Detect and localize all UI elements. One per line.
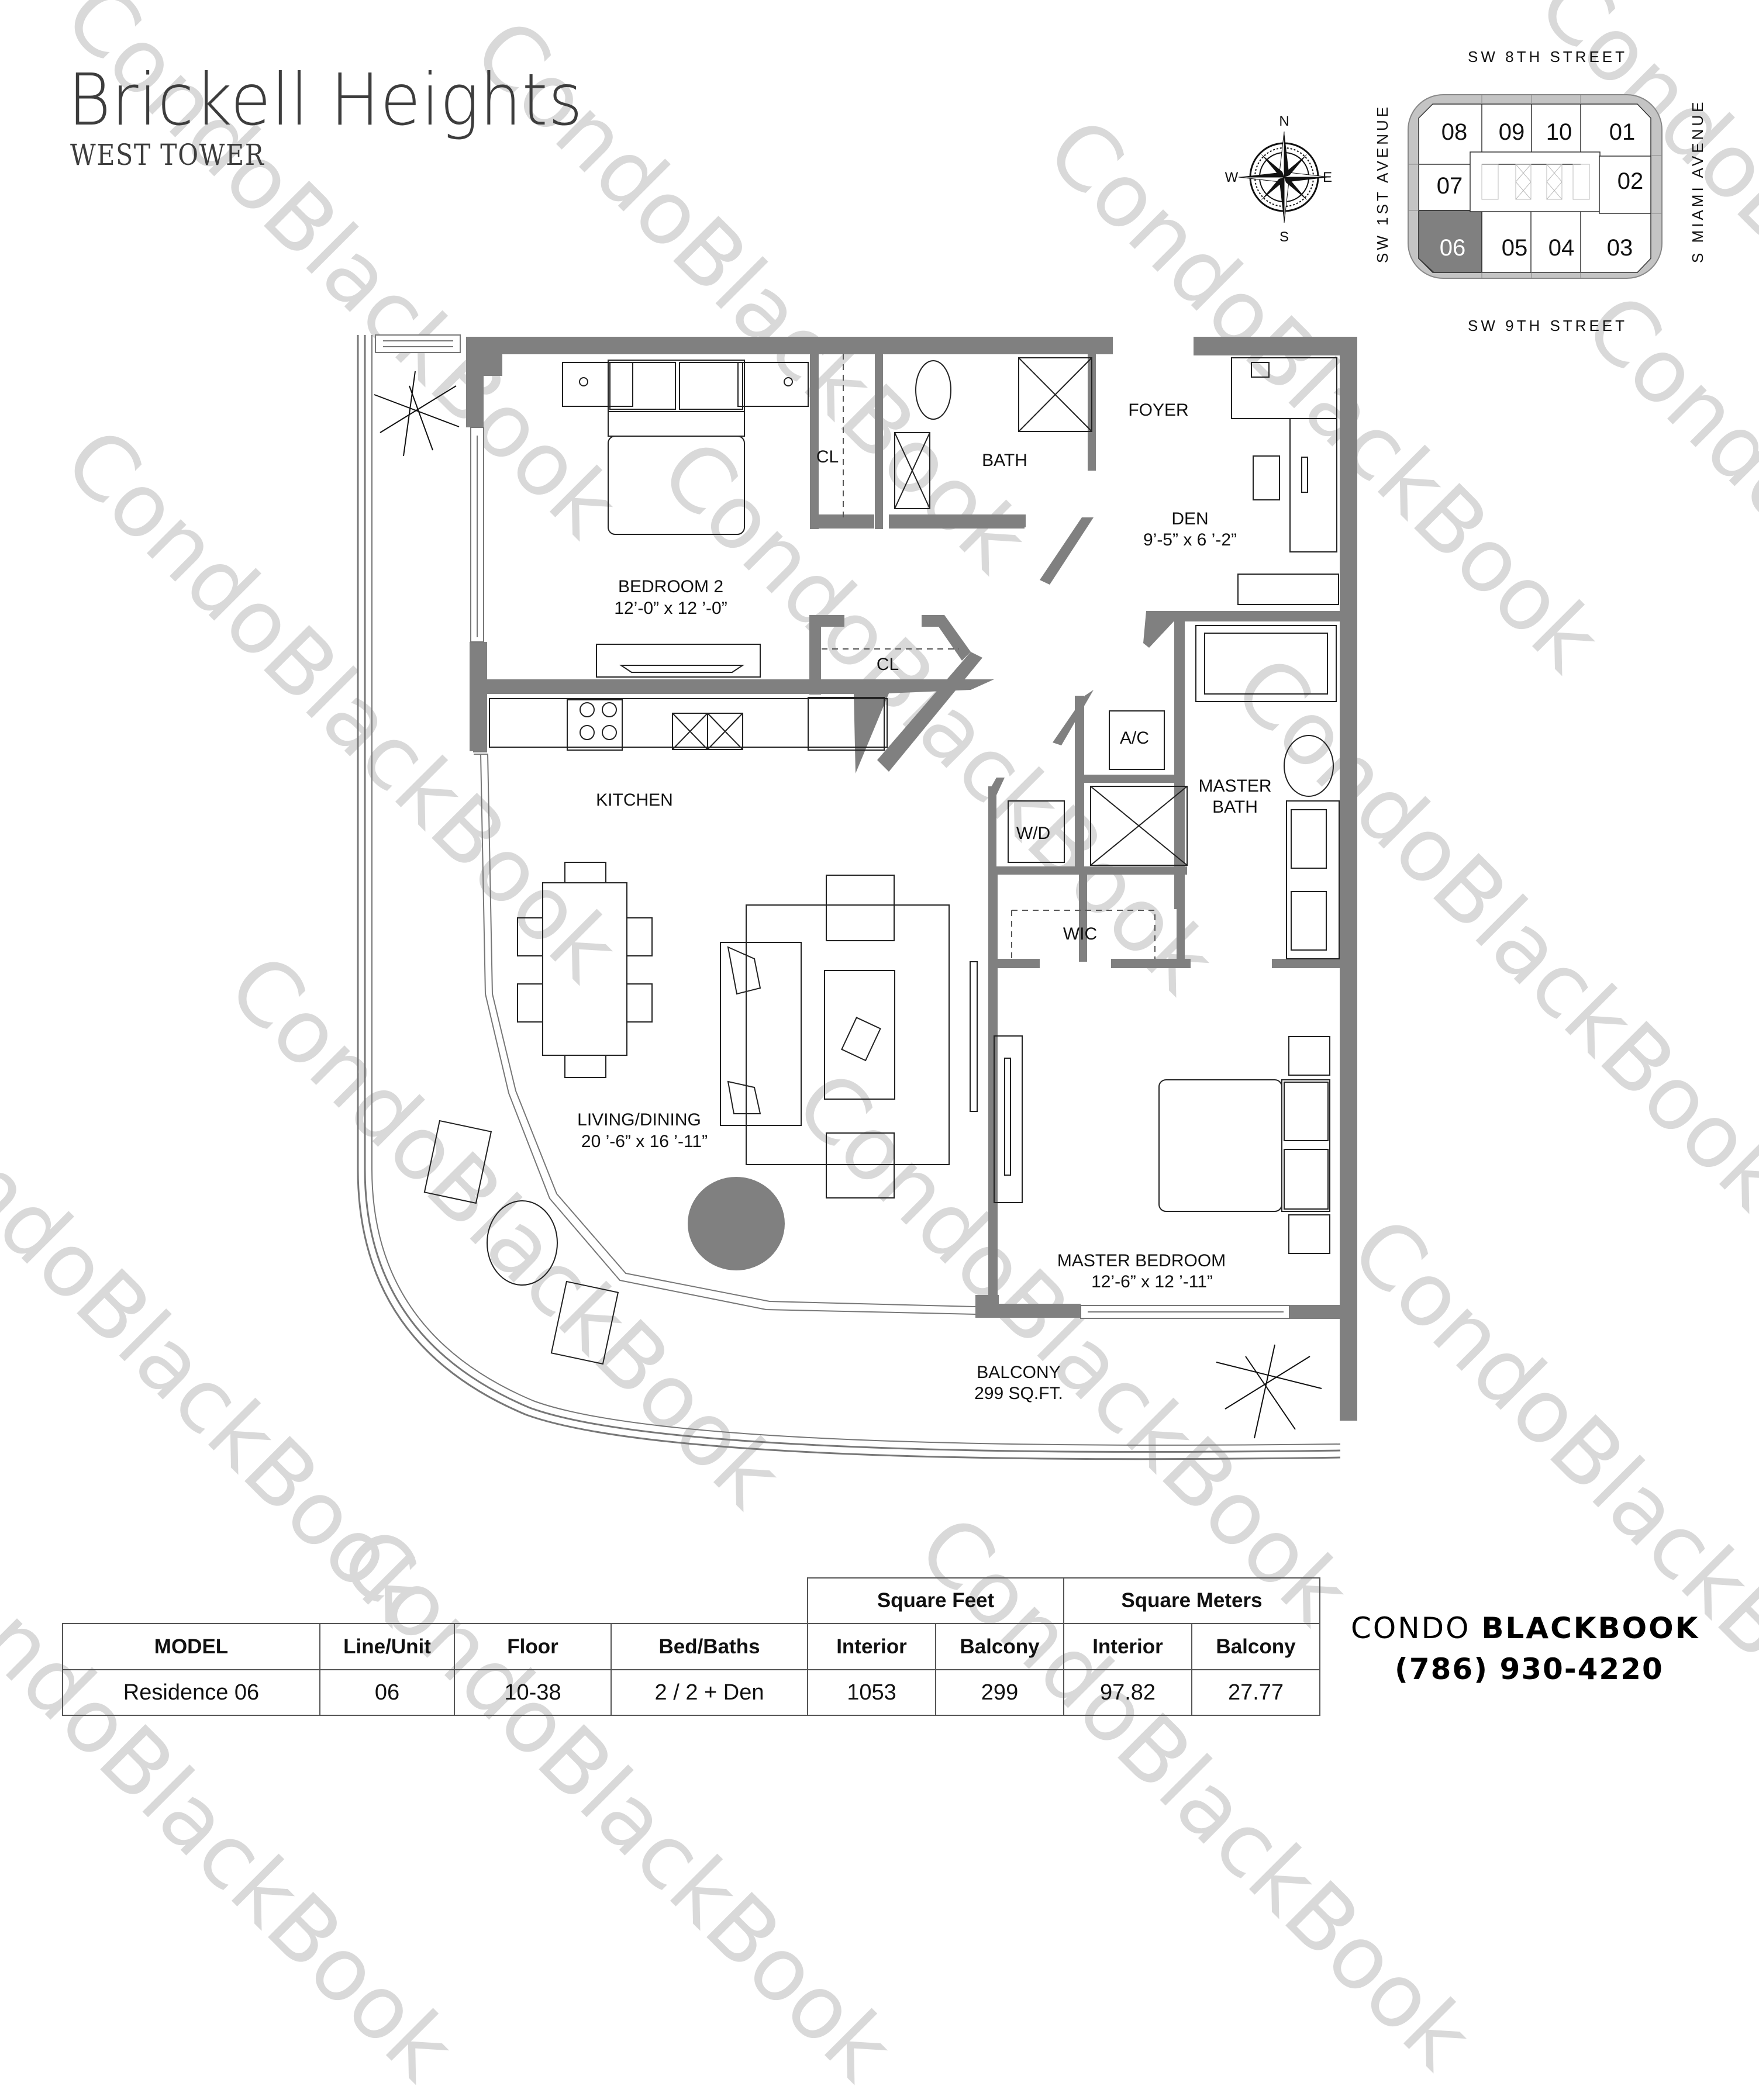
furniture	[374, 354, 1340, 1439]
windows	[375, 334, 1290, 1319]
key-plate-unit: 02	[1617, 168, 1644, 194]
label-wic: WIC	[1063, 924, 1097, 944]
brand-logo: CONDO BLACKBOOK	[1351, 1614, 1699, 1643]
nightstand	[737, 362, 809, 407]
cell-sqm-interior: 97.82	[1063, 1669, 1192, 1716]
room-labels: BEDROOM 2 12’-0” x 12 ’-0” CL CL BATH FO…	[577, 400, 1271, 1403]
label-closet-1: CL	[816, 447, 839, 467]
group-header-square-feet: Square Feet	[807, 1577, 1064, 1624]
unit-spec-table: Square Feet Square Meters MODEL Line/Uni…	[62, 1577, 1320, 1716]
compass-north: N	[1279, 113, 1289, 129]
compass-rose-icon: N S E W	[1225, 113, 1332, 245]
col-header-line-unit: Line/Unit	[319, 1623, 455, 1670]
label-balcony-size: 299 SQ.FT.	[974, 1384, 1063, 1403]
label-master-bedroom: MASTER BEDROOM	[1057, 1251, 1226, 1270]
table-row: Residence 06 06 10-38 2 / 2 + Den 1053 2…	[62, 1669, 1320, 1716]
cell-sqft-interior: 1053	[807, 1669, 936, 1716]
key-plate-unit: 07	[1437, 173, 1463, 199]
label-bedroom2-size: 12’-0” x 12 ’-0”	[614, 599, 727, 618]
label-foyer: FOYER	[1128, 400, 1188, 420]
cell-line-unit: 06	[319, 1669, 455, 1716]
key-plate-unit-highlighted: 06	[1440, 235, 1466, 261]
cell-sqm-balcony: 27.77	[1191, 1669, 1320, 1716]
compass-east: E	[1323, 170, 1332, 185]
compass-west: W	[1225, 170, 1239, 185]
cell-floor: 10-38	[454, 1669, 612, 1716]
street-west: SW 1ST AVENUE	[1374, 104, 1391, 263]
col-header-sqft-balcony: Balcony	[935, 1623, 1064, 1670]
label-master-bedroom-size: 12’-6” x 12 ’-11”	[1091, 1272, 1213, 1291]
key-plate-unit: 01	[1609, 119, 1636, 145]
compass-south: S	[1279, 229, 1289, 245]
street-east: S MIAMI AVENUE	[1689, 99, 1706, 263]
label-den: DEN	[1171, 509, 1208, 529]
street-north: SW 8TH STREET	[1468, 48, 1627, 65]
col-header-bed-baths: Bed/Baths	[611, 1623, 808, 1670]
floor-plan-drawing: N S E W SW 8TH STREET SW 9TH STREET SW 1…	[357, 48, 1706, 1460]
key-plate-unit: 10	[1546, 119, 1572, 145]
label-master-bath-1: MASTER	[1198, 776, 1271, 796]
key-plate-unit: 09	[1499, 119, 1525, 145]
col-header-floor: Floor	[454, 1623, 612, 1670]
label-living-dining: LIVING/DINING	[577, 1110, 701, 1130]
cell-sqft-balcony: 299	[935, 1669, 1064, 1716]
key-plate-unit: 04	[1548, 235, 1575, 261]
key-plate-unit: 08	[1441, 119, 1468, 145]
brand-name-light: CONDO	[1351, 1611, 1482, 1645]
col-header-sqm-interior: Interior	[1063, 1623, 1192, 1670]
group-header-square-meters: Square Meters	[1063, 1577, 1320, 1624]
brand-name-bold: BLACKBOOK	[1481, 1611, 1700, 1645]
label-bath: BATH	[982, 451, 1027, 470]
cell-bed-baths: 2 / 2 + Den	[611, 1669, 808, 1716]
label-living-dining-size: 20 ’-6” x 16 ’-11”	[581, 1132, 708, 1151]
brand-phone[interactable]: (786) 930-4220	[1395, 1652, 1664, 1686]
key-plate-unit: 05	[1502, 235, 1528, 261]
tower-subtitle: WEST TOWER	[70, 138, 265, 172]
col-header-model: MODEL	[62, 1623, 320, 1670]
balcony-outline	[357, 335, 1341, 1460]
walls	[466, 337, 1357, 1421]
label-master-bath-2: BATH	[1212, 797, 1258, 817]
nightstand	[562, 362, 633, 407]
building-title: Brickell Heights	[68, 58, 583, 141]
label-closet-2: CL	[877, 655, 899, 674]
label-kitchen: KITCHEN	[596, 790, 673, 810]
col-header-sqm-balcony: Balcony	[1191, 1623, 1320, 1670]
street-south: SW 9TH STREET	[1468, 317, 1627, 334]
key-plate-unit: 03	[1607, 235, 1633, 261]
col-header-sqft-interior: Interior	[807, 1623, 936, 1670]
label-den-size: 9’-5” x 6 ’-2”	[1143, 530, 1237, 550]
label-ac: A/C	[1120, 728, 1149, 748]
label-bedroom2: BEDROOM 2	[618, 577, 723, 596]
label-balcony: BALCONY	[977, 1363, 1060, 1382]
label-wd: W/D	[1016, 824, 1050, 843]
key-plate: SW 8TH STREET SW 9TH STREET SW 1ST AVENU…	[1374, 48, 1706, 334]
cell-model: Residence 06	[62, 1669, 320, 1716]
